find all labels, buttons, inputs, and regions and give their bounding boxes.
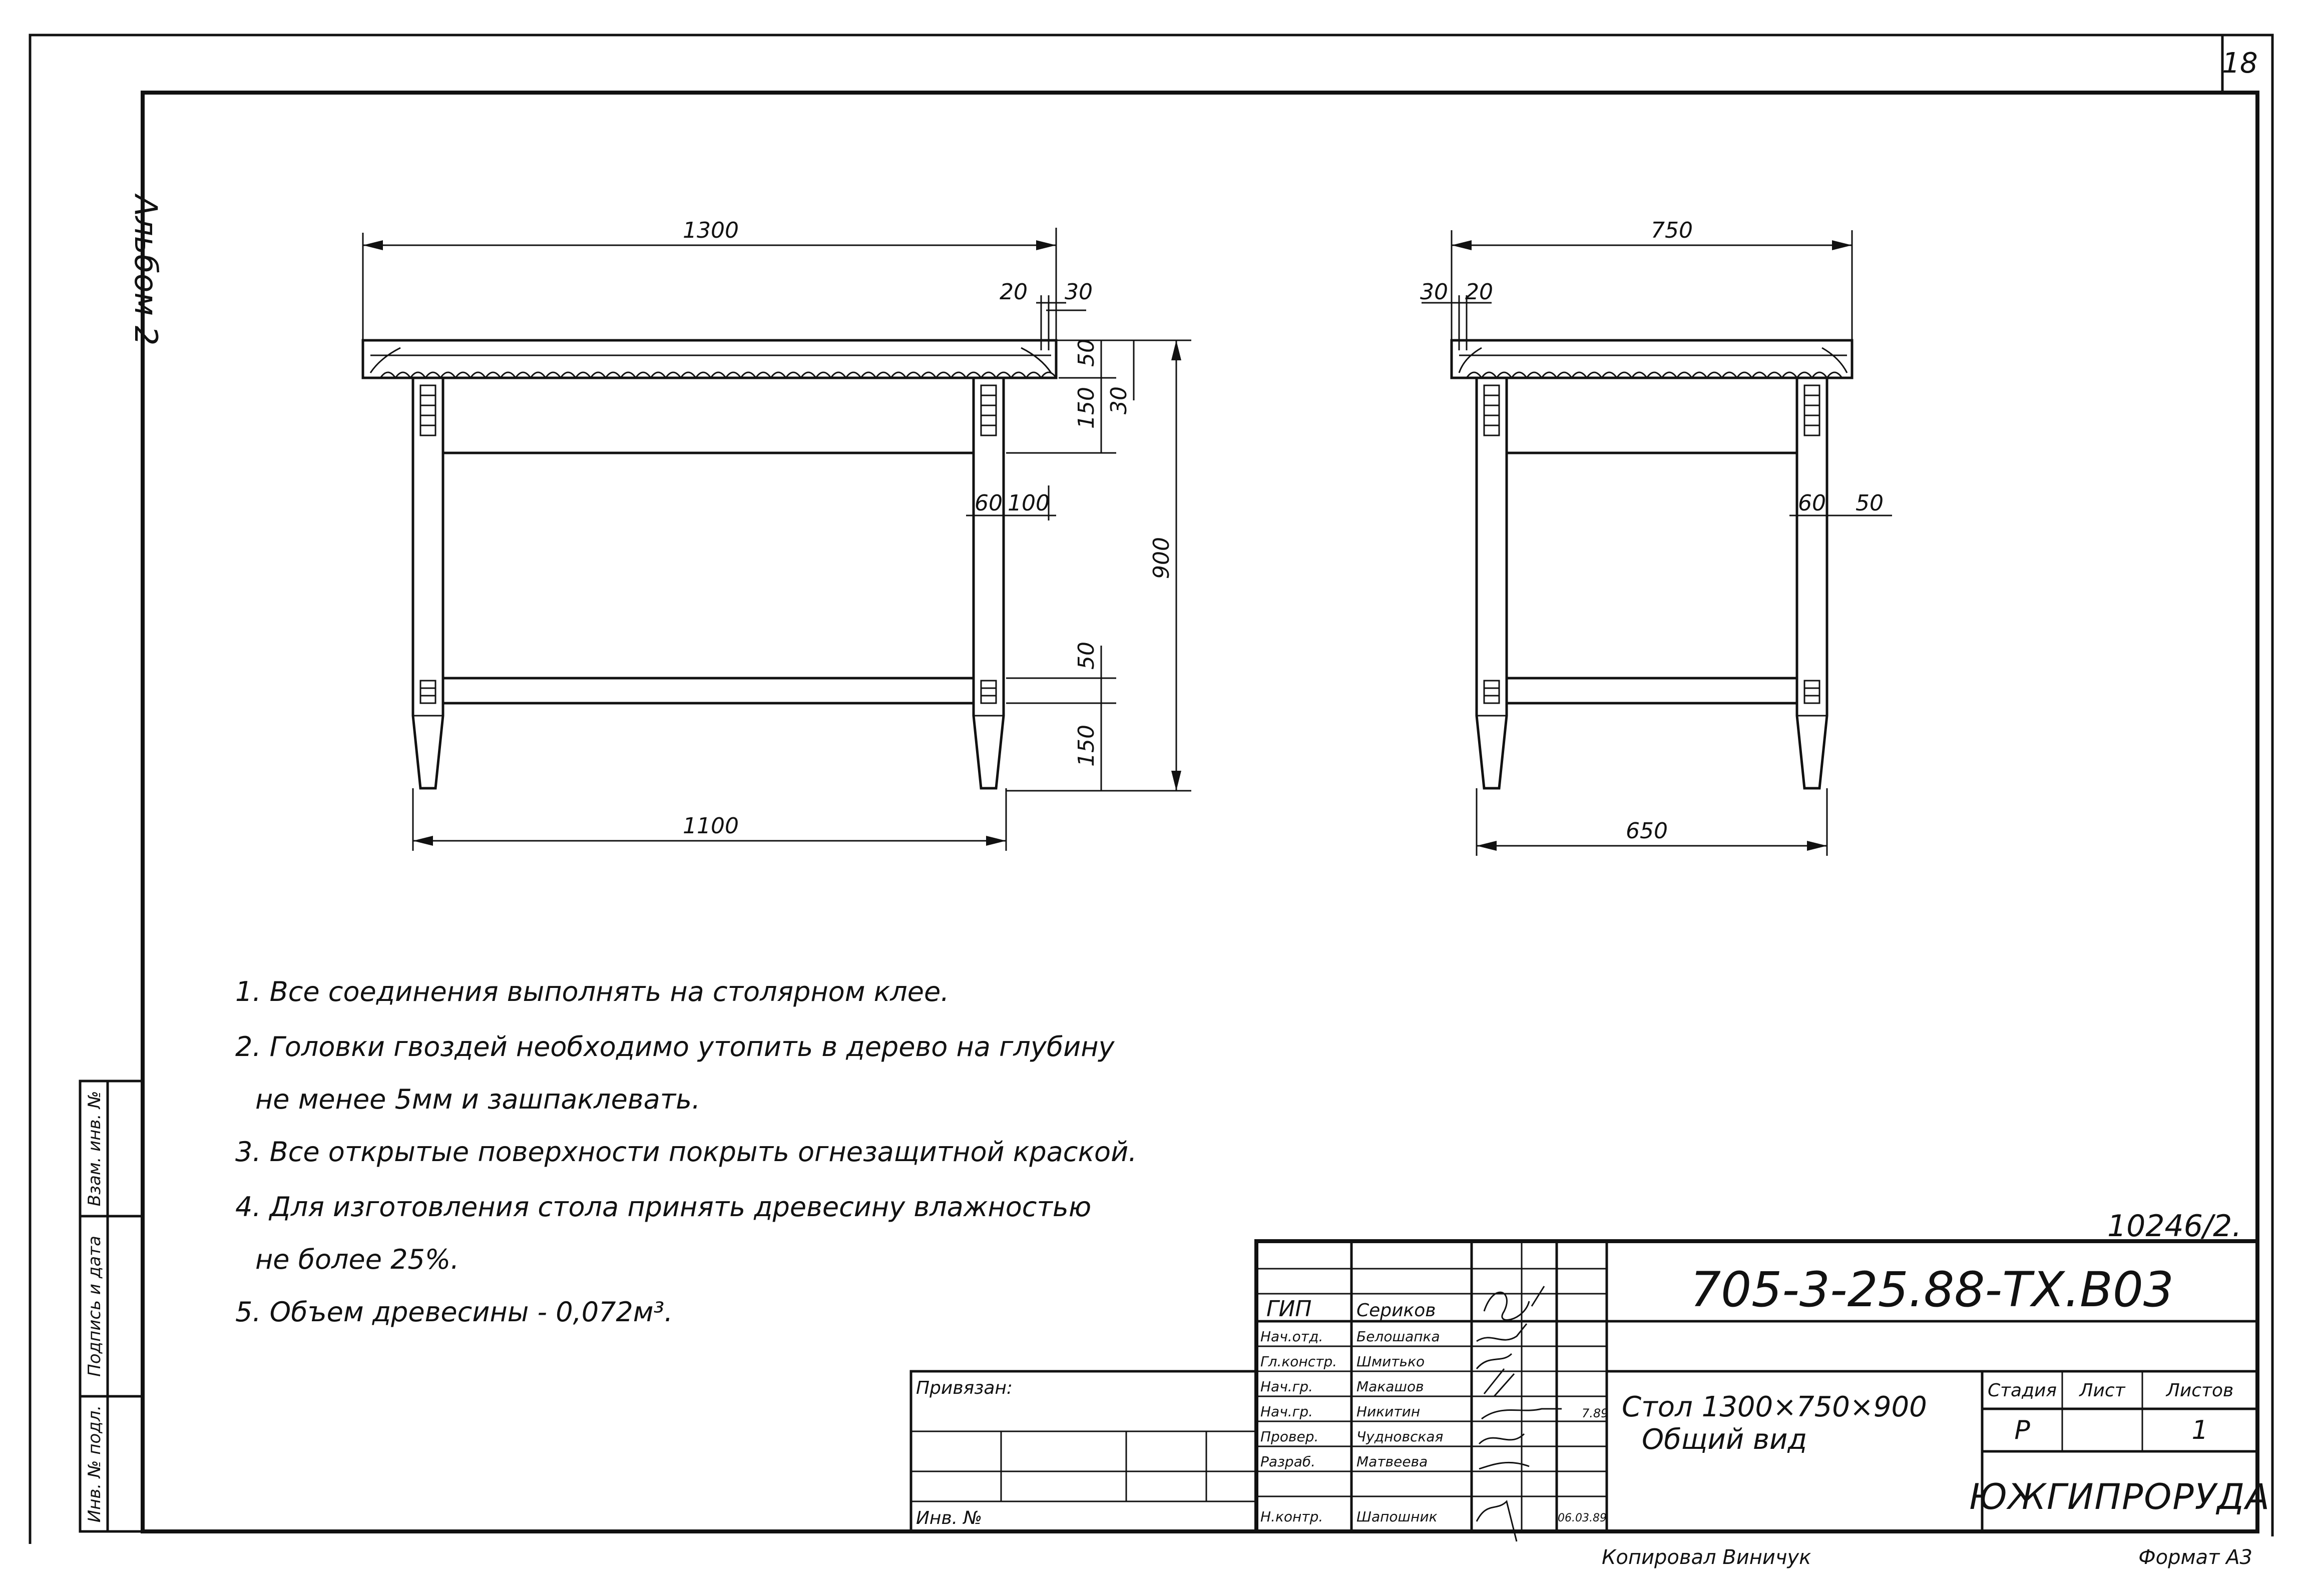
stamp-vzam-inv: Взам. инв. № (85, 1091, 105, 1207)
title-line-2: Общий вид (1642, 1423, 1807, 1456)
binding-privyazan: Привязан: (916, 1378, 1013, 1398)
name-gip: Сериков (1356, 1300, 1436, 1321)
title-line-1: Стол 1300×750×900 (1622, 1391, 1927, 1423)
note-2-cont: не менее 5мм и зашпаклевать. (255, 1084, 700, 1115)
stamp-inv-podl: Инв. № подл. (85, 1405, 105, 1523)
dim-front-60: 60 (975, 490, 1003, 516)
archive-number: 10246/2. (2107, 1209, 2241, 1244)
side-nail-marks (1483, 384, 1820, 704)
front-top-hatch (379, 371, 1057, 379)
front-apron (443, 376, 974, 454)
album-label: Альбом 2 (128, 193, 164, 346)
front-leg-right (972, 376, 1005, 790)
dim-front-30: 30 (1065, 279, 1093, 305)
role-gl-konstr: Гл.констр. (1260, 1353, 1337, 1370)
format-label: Формат А3 (2138, 1546, 2252, 1569)
dim-1100: 1100 (683, 813, 739, 839)
name-nach-otd: Белошапка (1356, 1328, 1440, 1345)
side-view: 750 30 20 60 50 650 (1420, 218, 1892, 856)
role-prover: Провер. (1260, 1428, 1318, 1445)
role-nach-gr-1: Нач.гр. (1260, 1378, 1313, 1395)
front-nail-marks (419, 384, 997, 704)
sheets-header: Листов (2165, 1380, 2233, 1401)
dim-side-60: 60 (1798, 490, 1826, 516)
role-gip: ГИП (1266, 1296, 1312, 1322)
date-a: 7.89 (1582, 1406, 1608, 1420)
note-4-cont: не более 25%. (255, 1244, 459, 1275)
dim-650: 650 (1626, 818, 1668, 844)
copied-by: Копировал Виничук (1602, 1546, 1811, 1569)
signatories-table: ГИП Сериков Нач.отд. Белошапка Гл.констр… (1260, 1296, 1443, 1525)
side-stamp (79, 1080, 144, 1533)
front-stretcher (443, 677, 974, 705)
dim-front-50-top: 50 (1074, 339, 1099, 367)
note-4: 4. Для изготовления стола принять древес… (235, 1191, 1091, 1223)
dim-side-20: 20 (1465, 279, 1493, 305)
sheet-number: 18 (2222, 47, 2257, 80)
dim-900: 900 (1149, 537, 1174, 579)
title-block (1254, 1239, 2259, 1542)
name-razrab: Матвеева (1356, 1453, 1428, 1470)
stage-value: Р (2014, 1415, 2030, 1445)
note-3: 3. Все открытые поверхности покрыть огне… (235, 1136, 1137, 1168)
front-leg-left (411, 376, 444, 790)
front-tabletop (361, 339, 1058, 379)
role-nach-otd: Нач.отд. (1260, 1328, 1323, 1345)
front-view: 1300 20 30 50 150 30 60 100 900 50 150 1… (361, 218, 1191, 851)
date-b: 06.03.89 (1558, 1512, 1607, 1524)
notes: 1. Все соединения выполнять на столярном… (235, 976, 1137, 1328)
stage-header: Стадия (1988, 1380, 2057, 1401)
sheets-value: 1 (2191, 1415, 2208, 1445)
sheet-header: Лист (2078, 1380, 2125, 1401)
dim-front-20: 20 (1000, 279, 1028, 305)
dim-front-50-stretcher: 50 (1074, 642, 1099, 670)
document-code: 705-3-25.88-ТХ.В03 (1690, 1262, 2174, 1318)
name-gl-konstr: Шмитько (1356, 1353, 1425, 1370)
role-nach-gr-2: Нач.гр. (1260, 1403, 1313, 1420)
stamp-podpis-data: Подпись и дата (85, 1236, 105, 1377)
name-n-kontr: Шапошник (1356, 1508, 1438, 1525)
name-nach-gr-1: Макашов (1356, 1378, 1424, 1395)
side-dimension-lines (1422, 230, 1892, 856)
side-tabletop (1450, 339, 1854, 379)
role-n-kontr: Н.контр. (1260, 1508, 1323, 1525)
note-5: 5. Объем древесины - 0,072м³. (235, 1296, 673, 1328)
dim-front-150-foot: 150 (1074, 725, 1099, 767)
dim-front-30-offset: 30 (1106, 386, 1132, 414)
signature-marks (1476, 1286, 1562, 1542)
side-leg-right (1795, 376, 1828, 790)
organization: ЮЖГИПРОРУДА (1969, 1476, 2270, 1517)
dim-1300: 1300 (683, 218, 739, 243)
binding-inv-no: Инв. № (916, 1508, 982, 1528)
role-razrab: Разраб. (1260, 1453, 1315, 1470)
side-apron (1507, 376, 1797, 454)
front-dimension-lines (362, 228, 1191, 851)
name-prover: Чудновская (1356, 1428, 1443, 1445)
dim-front-150-apron: 150 (1074, 387, 1099, 429)
side-leg-left (1475, 376, 1508, 790)
name-nach-gr-2: Никитин (1356, 1403, 1420, 1420)
dim-front-100: 100 (1008, 490, 1050, 516)
note-1: 1. Все соединения выполнять на столярном… (235, 976, 949, 1007)
dim-750: 750 (1651, 218, 1693, 243)
side-top-hatch (1466, 371, 1843, 379)
side-stretcher (1507, 677, 1797, 705)
dim-side-50: 50 (1856, 490, 1884, 516)
dim-side-30: 30 (1420, 279, 1448, 305)
note-2: 2. Головки гвоздей необходимо утопить в … (235, 1031, 1115, 1062)
